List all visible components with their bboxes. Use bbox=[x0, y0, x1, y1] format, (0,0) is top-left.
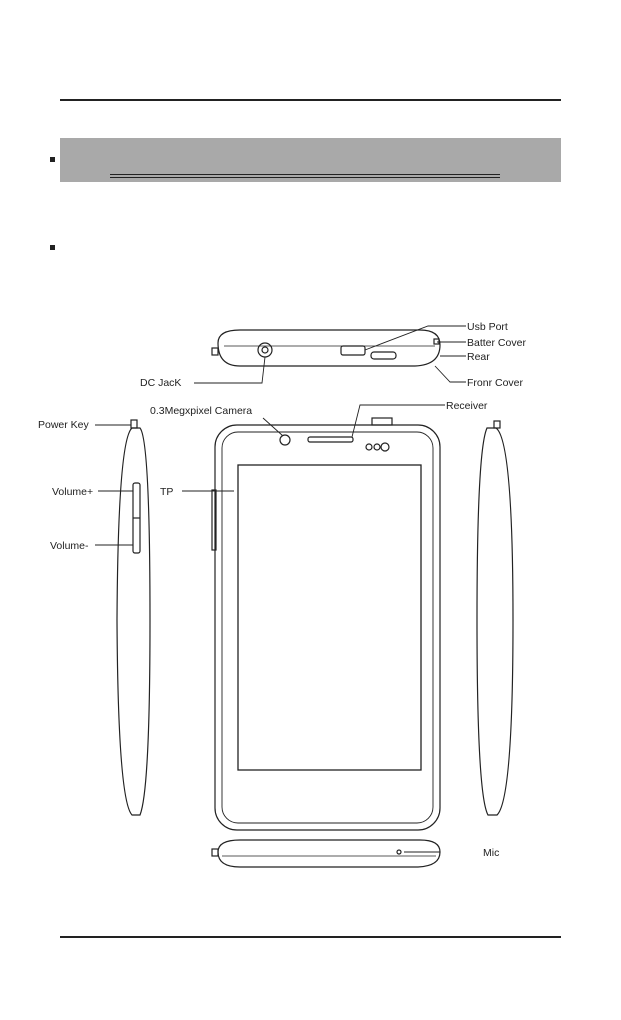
front-view-leaders bbox=[182, 404, 445, 492]
mic-label: Mic bbox=[483, 847, 499, 859]
top-edge-leaders bbox=[194, 325, 466, 384]
front-view bbox=[211, 417, 441, 831]
subsection-bullet bbox=[50, 245, 55, 250]
volume-up-label: Volume+ bbox=[52, 486, 93, 498]
bottom-rule bbox=[60, 936, 561, 938]
fronr-cover-label: Fronr Cover bbox=[467, 377, 524, 389]
batter-cover-label: Batter Cover bbox=[467, 337, 526, 349]
power-key-label: Power Key bbox=[38, 419, 90, 431]
left-side-view bbox=[116, 419, 151, 816]
rear-label: Rear bbox=[467, 351, 490, 363]
dc-jack-label: DC JacK bbox=[140, 377, 181, 389]
heading-underline bbox=[110, 174, 500, 175]
top-rule bbox=[60, 99, 561, 101]
tp-label: TP bbox=[160, 486, 173, 498]
camera-label: 0.3Megxpixel Camera bbox=[150, 405, 252, 417]
section-heading-bar bbox=[60, 138, 561, 182]
top-edge-view bbox=[211, 329, 441, 367]
bottom-edge-view bbox=[211, 839, 441, 868]
heading-underline bbox=[110, 177, 500, 178]
usb-port-label: Usb Port bbox=[467, 321, 508, 333]
volume-down-label: Volume- bbox=[50, 540, 89, 552]
section-bullet bbox=[50, 157, 55, 162]
left-side-leaders bbox=[95, 424, 133, 546]
receiver-label: Receiver bbox=[446, 400, 488, 412]
right-side-view bbox=[476, 420, 514, 816]
